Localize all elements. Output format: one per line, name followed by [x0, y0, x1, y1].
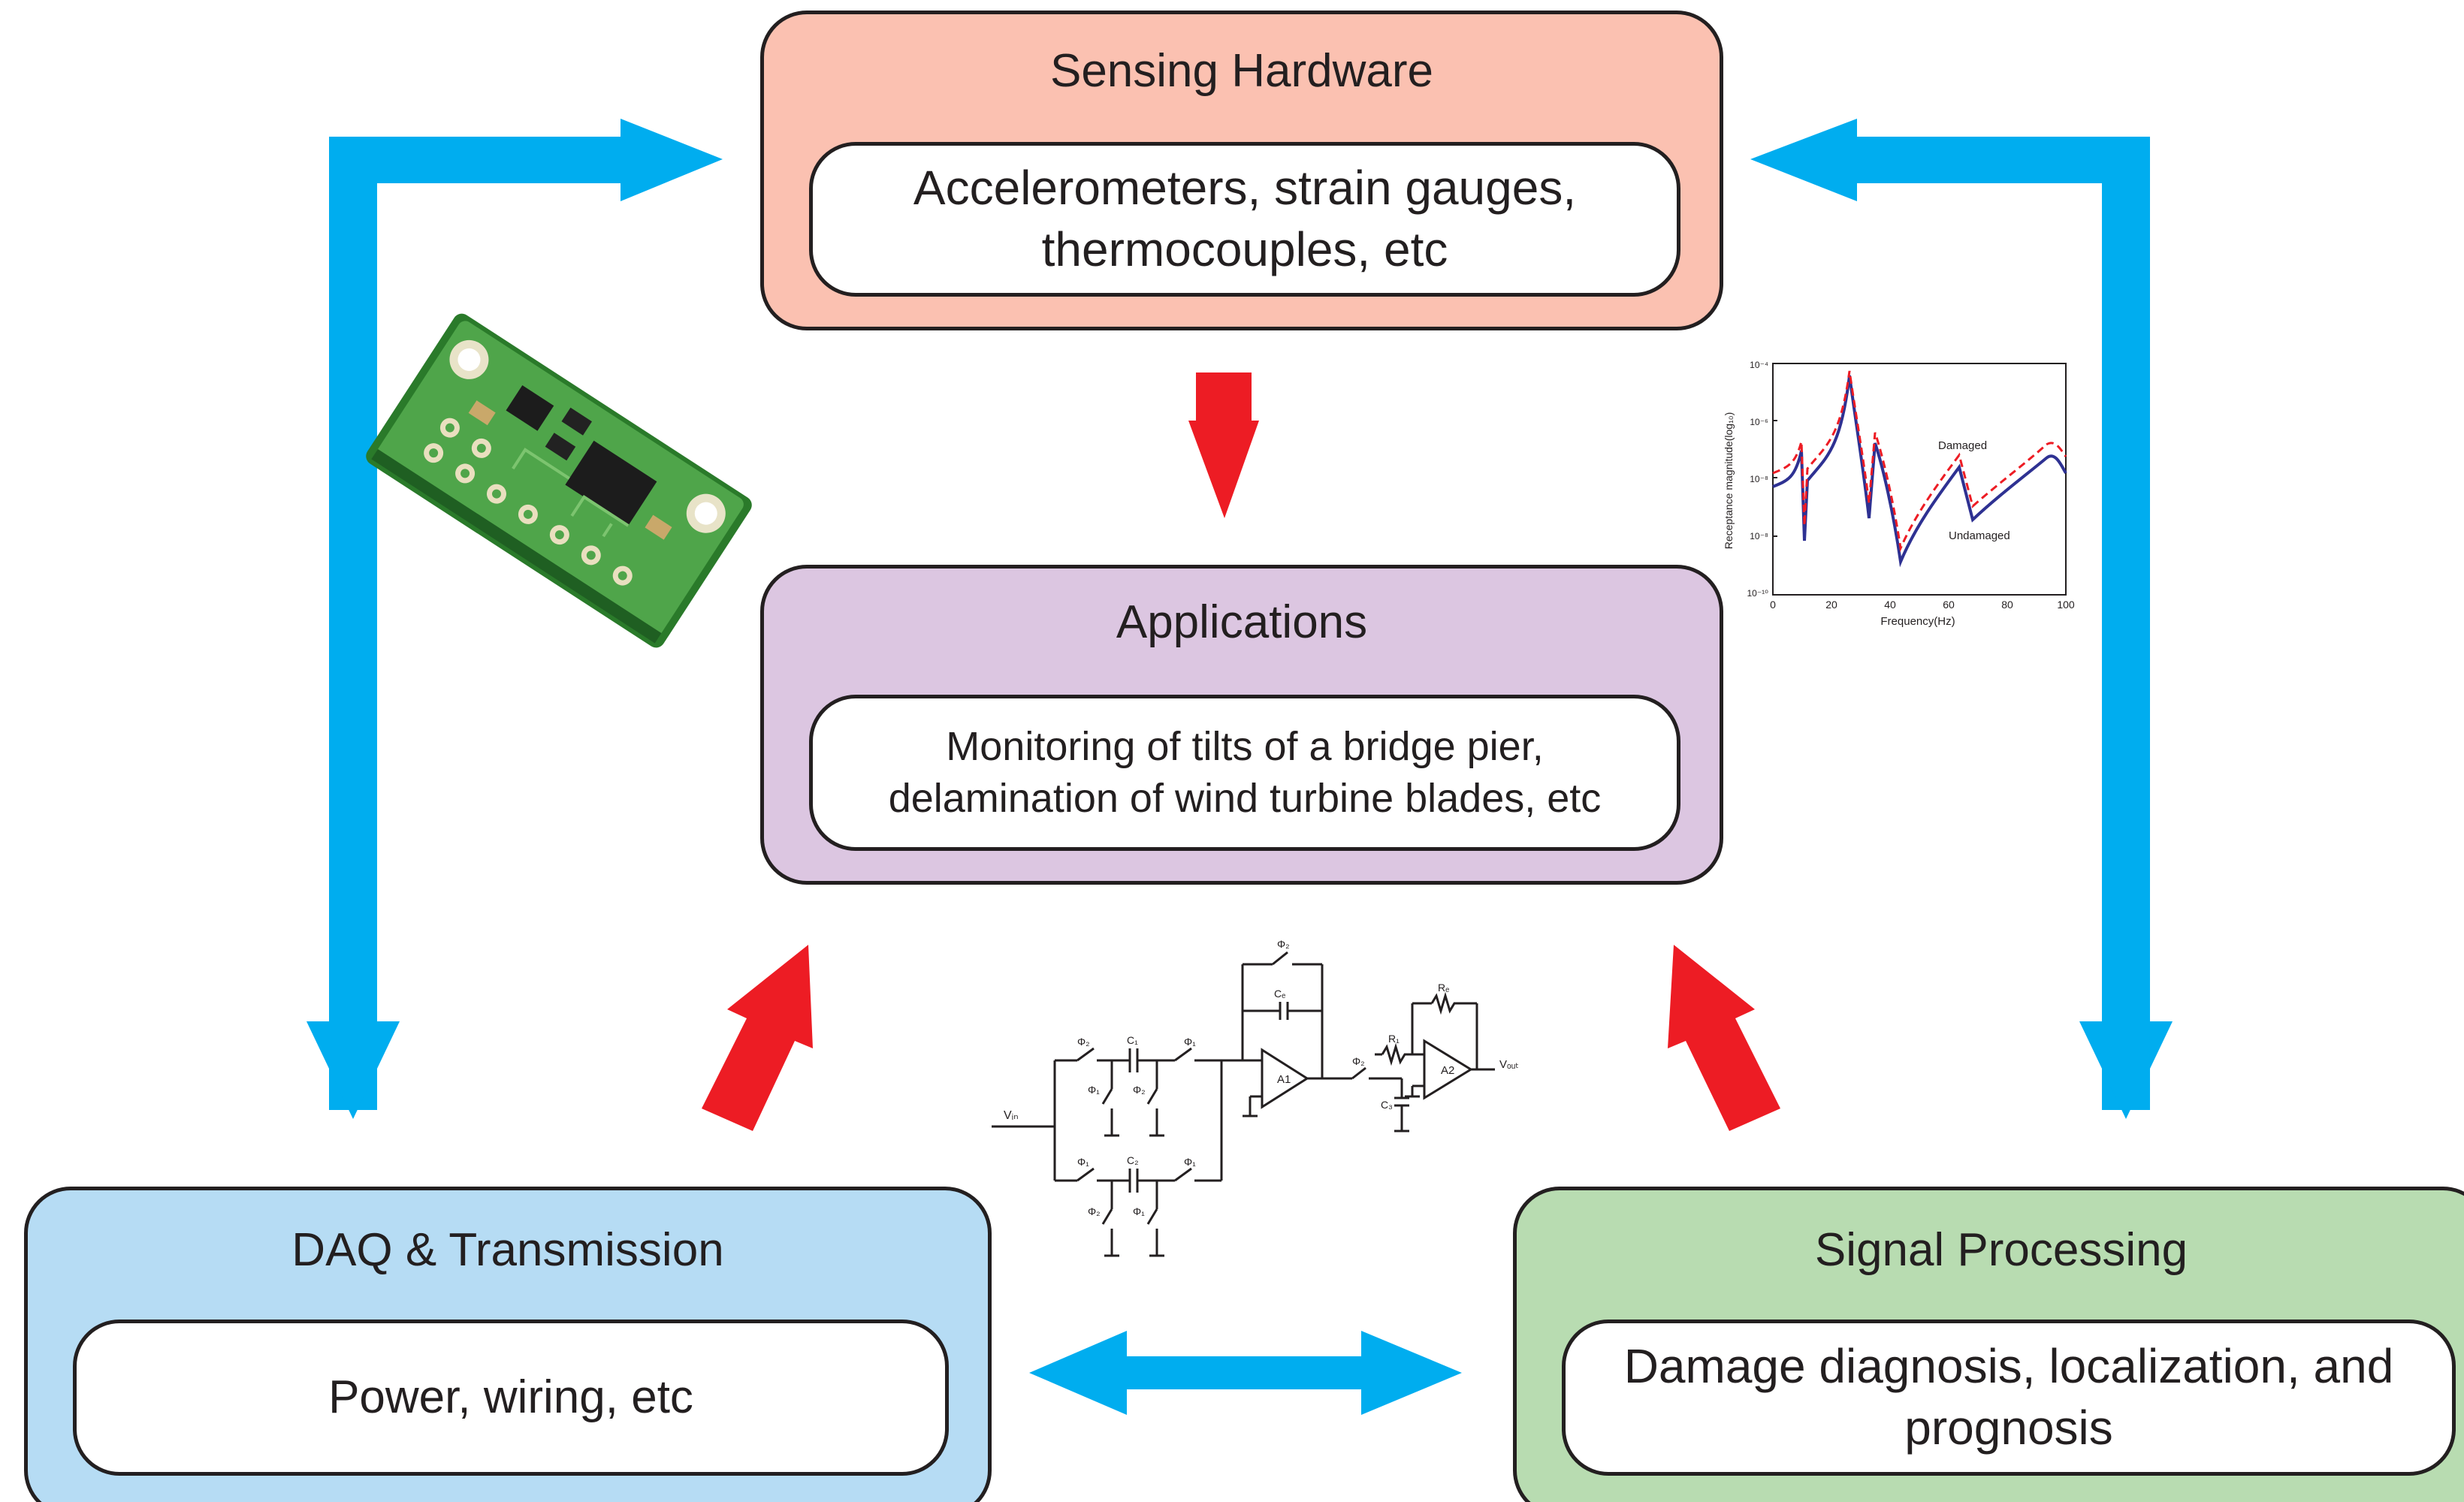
- applications-detail-line1: Monitoring of tilts of a bridge pier,: [889, 721, 1602, 773]
- signal-processing-title: Signal Processing: [1517, 1222, 2464, 1279]
- circuit-c2: C₂: [1127, 1154, 1139, 1166]
- accelerometer-board-image: [363, 310, 756, 651]
- circuit-c1: C₁: [1127, 1034, 1138, 1046]
- circuit-phi1-e: Φ₁: [1133, 1205, 1145, 1217]
- blue-arrow-signal-to-sensing: [1750, 119, 2173, 1119]
- circuit-c3: C₃: [1381, 1099, 1393, 1111]
- plot-ytick-1: 10⁻⁶: [1750, 417, 1768, 427]
- circuit-vin: Vᵢₙ: [1004, 1109, 1019, 1122]
- circuit-rf: Rₑ: [1438, 982, 1449, 994]
- plot-ytick-4: 10⁻¹⁰: [1747, 588, 1769, 599]
- circuit-phi2-c: Φ₂: [1088, 1205, 1101, 1217]
- sensing-hardware-detail: Accelerometers, strain gauges, thermocou…: [809, 142, 1680, 297]
- circuit-cf: Cₑ: [1274, 988, 1285, 1000]
- undamaged-curve: [1773, 376, 2066, 562]
- switched-capacitor-circuit: [992, 952, 1495, 1256]
- daq-detail-text: Power, wiring, etc: [328, 1368, 693, 1427]
- blue-double-arrow: [1029, 1331, 1462, 1415]
- plot-xtick-60: 60: [1943, 599, 1955, 611]
- red-arrow-signal-to-applications: [1668, 945, 1780, 1131]
- circuit-phi2-d: Φ₂: [1277, 938, 1290, 950]
- circuit-phi2-e: Φ₂: [1352, 1055, 1365, 1067]
- signal-detail-line1: Damage diagnosis, localization, and: [1624, 1336, 2394, 1398]
- plot-ytick-2: 10⁻⁸: [1750, 474, 1768, 484]
- applications-title: Applications: [764, 594, 1720, 651]
- plot-xtick-40: 40: [1884, 599, 1896, 611]
- circuit-phi1-a: Φ₁: [1184, 1036, 1196, 1048]
- plot-ytick-0: 10⁻⁴: [1750, 360, 1768, 370]
- plot-xtick-20: 20: [1825, 599, 1837, 611]
- damaged-curve: [1773, 371, 2066, 548]
- plot-xtick-0: 0: [1770, 599, 1776, 611]
- daq-transmission-title: DAQ & Transmission: [28, 1222, 988, 1279]
- circuit-phi2-b: Φ₂: [1133, 1084, 1146, 1096]
- daq-transmission-detail: Power, wiring, etc: [73, 1320, 949, 1476]
- applications-detail: Monitoring of tilts of a bridge pier, de…: [809, 695, 1680, 851]
- red-arrow-sensing-to-applications: [1188, 372, 1259, 518]
- frequency-response-plot: Receptance magnitude(log₁₀) Frequency(Hz…: [1723, 360, 2075, 628]
- plot-label-damaged: Damaged: [1938, 439, 1987, 452]
- circuit-a2: A2: [1441, 1064, 1454, 1077]
- circuit-phi1-c: Φ₁: [1077, 1156, 1089, 1168]
- plot-label-undamaged: Undamaged: [1949, 529, 2010, 542]
- circuit-r1: R₁: [1388, 1033, 1400, 1045]
- circuit-phi1-d: Φ₁: [1184, 1156, 1196, 1168]
- plot-xlabel: Frequency(Hz): [1880, 615, 1955, 628]
- signal-processing-box: Signal Processing Damage diagnosis, loca…: [1513, 1187, 2464, 1502]
- sensing-hardware-box: Sensing Hardware Accelerometers, strain …: [760, 11, 1723, 330]
- sensing-detail-line1: Accelerometers, strain gauges,: [913, 158, 1576, 219]
- sensing-detail-line2: thermocouples, etc: [913, 219, 1576, 281]
- red-arrow-daq-to-applications: [702, 945, 813, 1131]
- plot-xtick-80: 80: [2001, 599, 2013, 611]
- daq-transmission-box: DAQ & Transmission Power, wiring, etc: [24, 1187, 992, 1502]
- signal-detail-line2: prognosis: [1624, 1398, 2394, 1459]
- circuit-phi1-b: Φ₁: [1088, 1084, 1100, 1096]
- circuit-phi2-a: Φ₂: [1077, 1036, 1090, 1048]
- circuit-vout: Vₒᵤₜ: [1499, 1058, 1519, 1071]
- plot-xtick-100: 100: [2057, 599, 2075, 611]
- sensing-hardware-title: Sensing Hardware: [764, 43, 1720, 100]
- signal-processing-detail: Damage diagnosis, localization, and prog…: [1562, 1320, 2456, 1476]
- plot-ytick-3: 10⁻⁸: [1750, 531, 1768, 541]
- plot-ylabel: Receptance magnitude(log₁₀): [1723, 412, 1735, 550]
- applications-box: Applications Monitoring of tilts of a br…: [760, 565, 1723, 885]
- circuit-a1: A1: [1277, 1073, 1291, 1086]
- applications-detail-line2: delamination of wind turbine blades, etc: [889, 773, 1602, 825]
